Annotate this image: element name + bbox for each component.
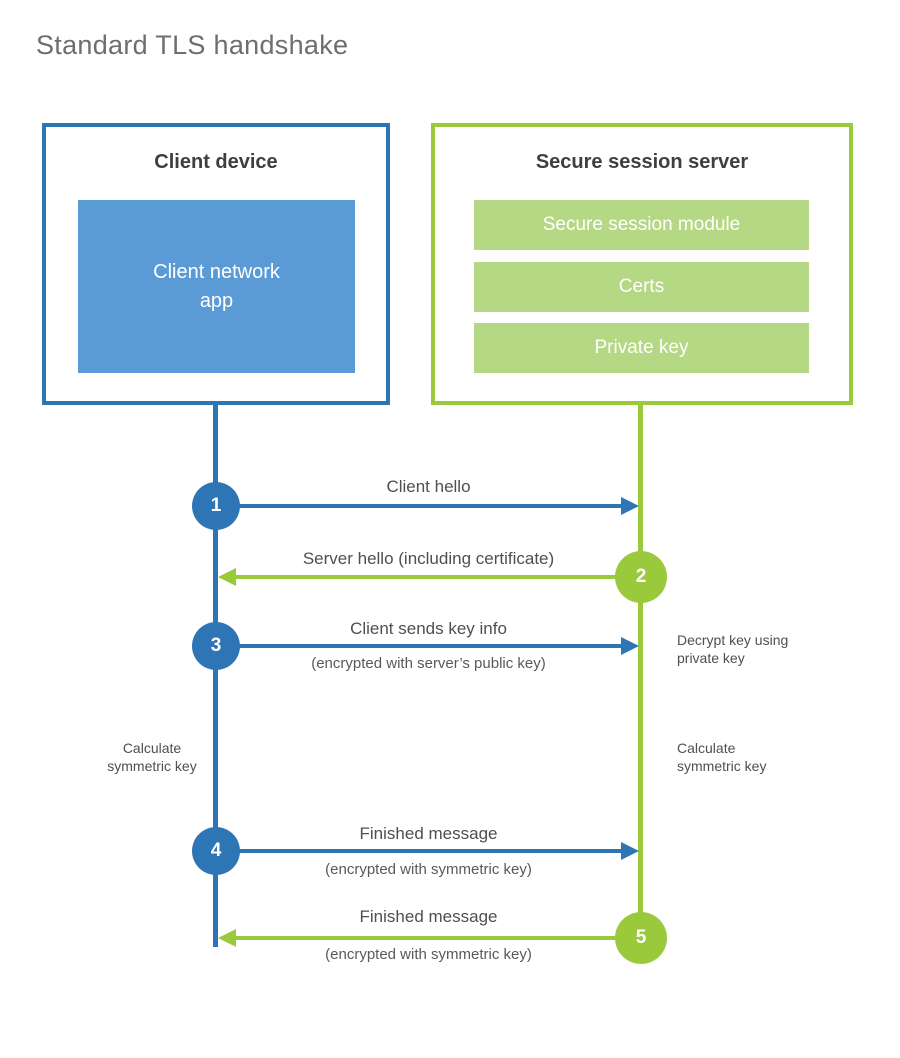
note-decrypt-key: Decrypt key using private key [677, 631, 788, 667]
message-2-arrowhead-left [218, 568, 236, 586]
server-module-private-key: Private key [474, 323, 809, 373]
step-circle-4: 4 [192, 827, 240, 875]
server-title: Secure session server [535, 151, 749, 173]
message-5-arrow-line [236, 936, 641, 940]
message-3-label: Client sends key info [350, 619, 507, 638]
message-5-sublabel: (encrypted with symmetric key) [325, 946, 532, 963]
message-2-arrow-line [236, 575, 641, 579]
client-lifeline [213, 405, 218, 947]
message-2-label: Server hello (including certificate) [302, 549, 555, 568]
message-4-label: Finished message [359, 824, 498, 843]
message-4-arrowhead-right [621, 842, 639, 860]
message-5-label: Finished message [359, 907, 498, 926]
message-3-arrow-line [216, 644, 623, 648]
message-4-arrow-line [216, 849, 623, 853]
message-1-label: Client hello [386, 477, 471, 496]
client-device-title: Client device [154, 151, 278, 173]
client-network-app-block: Client network app [78, 200, 355, 373]
page-title: Standard TLS handshake [36, 30, 349, 60]
message-4-sublabel: (encrypted with symmetric key) [325, 861, 532, 878]
note-calc-left-line1: Calculate [122, 740, 182, 756]
step-circle-1: 1 [192, 482, 240, 530]
note-calc-right-line1: Calculate [677, 740, 736, 756]
note-calculate-symmetric-left: Calculate symmetric key [90, 739, 214, 775]
note-decrypt-line1: Decrypt key using [677, 632, 789, 648]
message-5-arrowhead-left [218, 929, 236, 947]
note-calc-right-line2: symmetric key [677, 758, 767, 774]
message-1-arrowhead-right [621, 497, 639, 515]
server-box: Secure session server Secure session mod… [431, 123, 853, 405]
message-3-arrowhead-right [621, 637, 639, 655]
message-3-sublabel: (encrypted with server’s public key) [311, 655, 546, 672]
server-module-certs: Certs [474, 262, 809, 312]
client-device-box: Client device Client network app [42, 123, 390, 405]
server-lifeline [638, 405, 643, 917]
note-calculate-symmetric-right: Calculate symmetric key [677, 739, 766, 775]
step-circle-2: 2 [615, 551, 667, 603]
note-decrypt-line2: private key [677, 650, 745, 666]
step-circle-5: 5 [615, 912, 667, 964]
server-module-secure-session: Secure session module [474, 200, 809, 250]
step-circle-3: 3 [192, 622, 240, 670]
note-calc-left-line2: symmetric key [107, 758, 197, 774]
client-network-app-label: Client network app [153, 260, 280, 312]
message-1-arrow-line [216, 504, 623, 508]
